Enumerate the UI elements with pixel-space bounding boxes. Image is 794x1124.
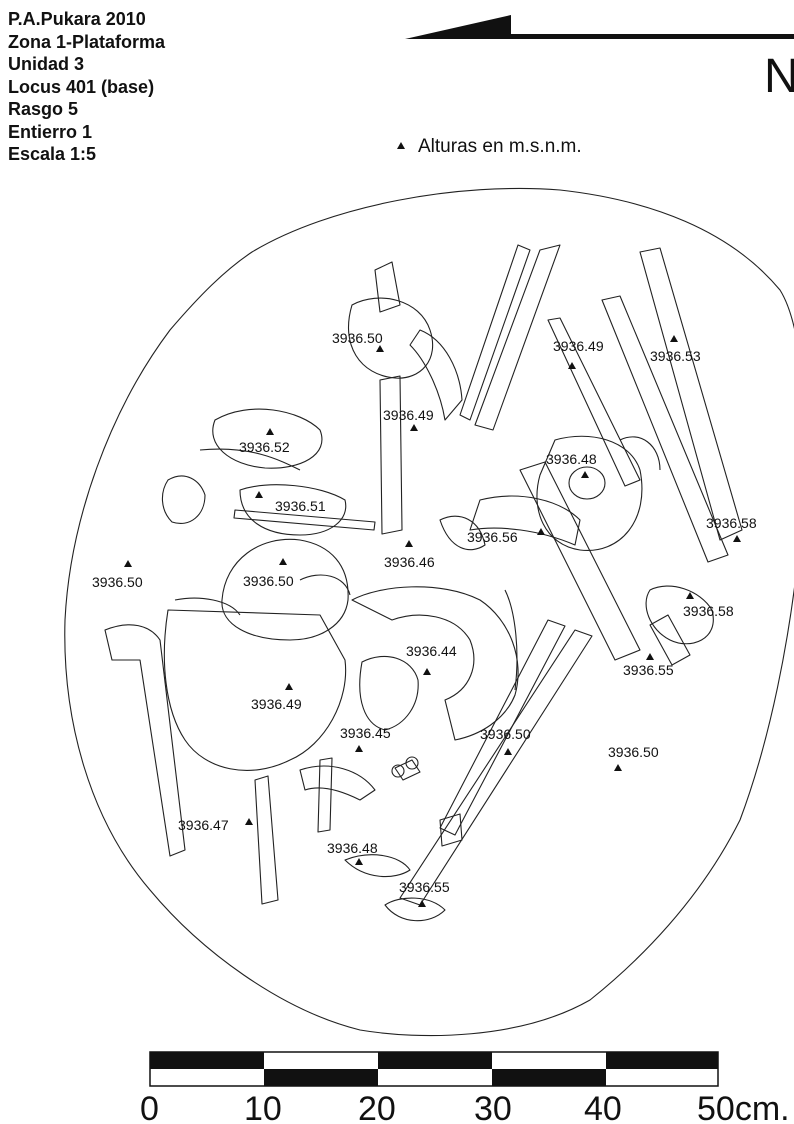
elevation-point: 3936.52 <box>239 428 290 455</box>
header-line-locus: Locus 401 (base) <box>8 76 155 97</box>
elevation-marker-icon <box>279 558 287 565</box>
elevation-point: 3936.53 <box>650 335 701 364</box>
elevation-marker-icon <box>376 345 384 352</box>
elevation-marker-icon <box>245 818 253 825</box>
header-line-feature: Rasgo 5 <box>8 99 79 119</box>
elevation-point: 3936.50 <box>480 726 531 755</box>
elevation-label: 3936.49 <box>553 338 604 354</box>
elevation-point: 3936.48 <box>546 451 597 478</box>
elevation-marker-icon <box>355 858 363 865</box>
elevation-marker-icon <box>733 535 741 542</box>
elevation-point: 3936.49 <box>383 407 434 431</box>
elevation-point: 3936.49 <box>553 338 604 369</box>
scale-segment <box>606 1052 718 1069</box>
skeletal-remains <box>104 244 743 922</box>
elevation-label: 3936.50 <box>608 744 659 760</box>
elevation-marker-icon <box>646 653 654 660</box>
scale-segment <box>150 1052 264 1069</box>
scale-segment <box>492 1069 606 1086</box>
elevation-label: 3936.46 <box>384 554 435 570</box>
elevation-marker-icon <box>285 683 293 690</box>
elevation-marker-icon <box>581 471 589 478</box>
elevation-label: 3936.55 <box>399 879 450 895</box>
elevation-marker-icon <box>355 745 363 752</box>
scale-tick-label: 40 <box>584 1090 622 1124</box>
elevation-label: 3936.45 <box>340 725 391 741</box>
north-arrow-icon <box>405 15 794 39</box>
elevation-point: 3936.50 <box>332 330 384 352</box>
elevation-point: 3936.55 <box>623 653 674 678</box>
elevation-point: 3936.44 <box>406 643 457 675</box>
scale-tick-label: 20 <box>358 1090 396 1124</box>
elevation-label: 3936.53 <box>650 348 701 364</box>
elevation-label: 3936.58 <box>683 603 734 619</box>
scale-segment <box>264 1069 378 1086</box>
elevation-marker-icon <box>670 335 678 342</box>
elevation-marker-icon <box>537 528 545 535</box>
legend-text: Alturas en m.s.n.m. <box>418 136 582 157</box>
header-line-scale: Escala 1:5 <box>8 144 97 164</box>
elevation-marker-icon <box>504 748 512 755</box>
elevation-label: 3936.44 <box>406 643 457 659</box>
elevation-point: 3936.48 <box>327 840 378 865</box>
header-line-project: P.A.Pukara 2010 <box>8 9 146 29</box>
pit-outline <box>64 187 794 1037</box>
elevation-point: 3936.55 <box>399 879 450 907</box>
elevation-label: 3936.49 <box>251 696 302 712</box>
header-line-zone: Zona 1-Plataforma <box>8 31 166 52</box>
elevation-label: 3936.50 <box>332 330 383 346</box>
elevation-label: 3936.47 <box>178 817 229 833</box>
scale-tick-label: 0 <box>140 1090 159 1124</box>
header-line-burial: Entierro 1 <box>8 121 93 142</box>
elevation-point: 3936.45 <box>340 725 391 752</box>
legend: Alturas en m.s.n.m. <box>397 136 582 157</box>
elevation-marker-icon <box>423 668 431 675</box>
elevation-marker-icon <box>686 592 694 599</box>
elevation-marker-icon <box>410 424 418 431</box>
elevation-label: 3936.51 <box>275 498 326 514</box>
header-line-unit: Unidad 3 <box>8 54 85 74</box>
elevation-label: 3936.48 <box>546 451 597 467</box>
elevation-label: 3936.58 <box>706 515 757 531</box>
elevation-point: 3936.50 <box>92 560 143 590</box>
elevation-marker-icon <box>124 560 132 567</box>
scale-bar: 0 10 20 30 40 50cm. <box>140 1051 790 1124</box>
north-arrow <box>405 15 794 39</box>
elevation-marker-icon <box>418 900 426 907</box>
elevation-label: 3936.55 <box>623 662 674 678</box>
scale-tick-label: 10 <box>244 1090 282 1124</box>
elevation-label: 3936.50 <box>480 726 531 742</box>
north-label: N <box>764 50 794 103</box>
elevation-marker-icon <box>614 764 622 771</box>
scale-tick-label: 30 <box>474 1090 512 1124</box>
elevation-marker-icon <box>397 142 405 149</box>
elevation-label: 3936.48 <box>327 840 378 856</box>
site-info-header: P.A.Pukara 2010 Zona 1-Plataforma Unidad… <box>8 8 165 166</box>
elevation-point: 3936.50 <box>243 558 294 589</box>
elevation-point: 3936.50 <box>608 744 659 771</box>
elevation-point: 3936.49 <box>251 683 302 712</box>
elevation-label: 3936.50 <box>92 574 143 590</box>
elevation-marker-icon <box>568 362 576 369</box>
scale-segment <box>378 1052 492 1069</box>
elevation-point: 3936.58 <box>706 515 757 542</box>
elevation-point: 3936.46 <box>384 540 435 570</box>
elevation-point: 3936.47 <box>178 817 253 833</box>
elevation-point: 3936.51 <box>255 491 326 514</box>
elevation-label: 3936.49 <box>383 407 434 423</box>
elevation-points: 3936.50 3936.49 3936.53 3936.52 3936.49 … <box>92 330 757 907</box>
elevation-label: 3936.56 <box>467 529 518 545</box>
elevation-point: 3936.58 <box>683 592 734 619</box>
elevation-label: 3936.52 <box>239 439 290 455</box>
elevation-marker-icon <box>255 491 263 498</box>
elevation-marker-icon <box>405 540 413 547</box>
elevation-label: 3936.50 <box>243 573 294 589</box>
elevation-marker-icon <box>266 428 274 435</box>
scale-tick-label: 50cm. <box>697 1090 790 1124</box>
elevation-point: 3936.56 <box>467 528 545 545</box>
